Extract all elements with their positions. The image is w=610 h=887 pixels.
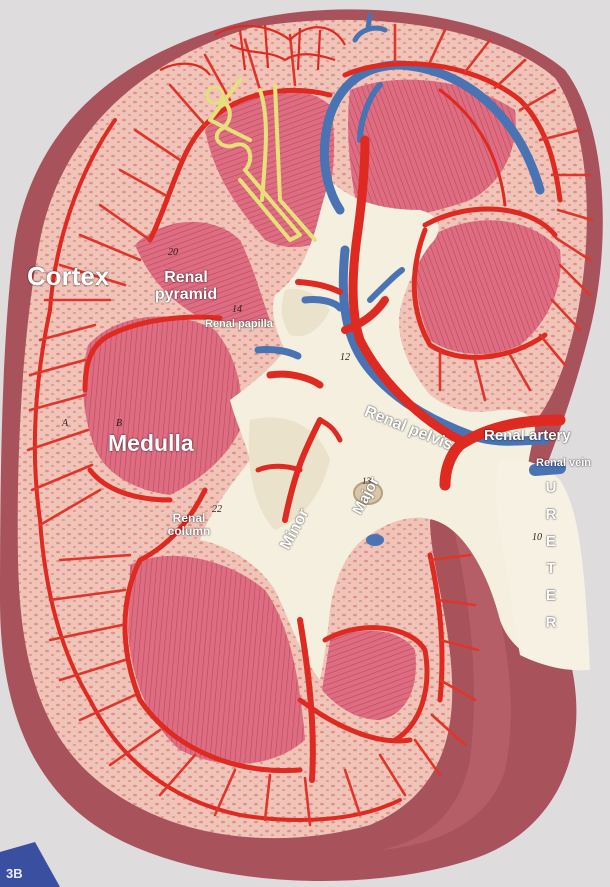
model-number-22: 22 (212, 504, 222, 515)
label-renal-pyramid-line2: pyramid (154, 285, 218, 303)
interlobular-arteries (26, 23, 594, 827)
pyramid-medulla (83, 316, 242, 495)
label-renal-papilla: Renal papilla (205, 318, 273, 330)
model-number-13: 13 (362, 476, 372, 486)
brand-logo-text: 3B (6, 866, 23, 881)
label-cortex: Cortex (27, 261, 110, 291)
model-number-20: 20 (168, 247, 178, 258)
ureter-letter: E (545, 533, 556, 550)
model-number-10: 10 (532, 532, 542, 543)
nephron-model (205, 78, 317, 242)
renal-pyramids (83, 79, 561, 764)
ureter-letter: E (545, 587, 556, 604)
ureter-letter: U (545, 479, 557, 496)
label-renal-pyramid: Renal pyramid (146, 269, 226, 304)
pyramid-right (416, 220, 561, 355)
ureter-letter: R (545, 614, 557, 631)
label-renal-vein: Renal vein (536, 457, 592, 469)
model-letter-b: B (116, 418, 122, 429)
label-medulla: Medulla (108, 430, 194, 456)
pyramid-top-right (348, 79, 516, 220)
ureter-tube (495, 458, 590, 671)
label-renal-column: Renal column (158, 512, 220, 537)
capsule-lower-shade (380, 520, 511, 850)
major-calyx-cut (353, 481, 383, 505)
pyramid-lower-left (128, 555, 305, 764)
renal-arteries (32, 61, 566, 822)
pyramid-top-center (205, 90, 335, 248)
cut-vein-lower (366, 534, 384, 546)
label-renal-artery: Renal artery (484, 427, 571, 444)
vascular-network-top (159, 24, 346, 76)
label-ureter: U R E T E R (538, 474, 564, 636)
ureter-letter: R (545, 506, 557, 523)
label-renal-column-line1: Renal (172, 511, 206, 525)
pyramid-lower-right (322, 630, 416, 720)
label-renal-column-line2: column (167, 523, 211, 538)
model-letter-a: A (61, 418, 69, 429)
label-renal-pyramid-line1: Renal (164, 269, 208, 286)
model-number-14: 14 (232, 304, 242, 315)
model-number-12: 12 (340, 352, 350, 363)
pyramid-upper-left (135, 221, 270, 323)
brand-logo (0, 842, 60, 887)
ureter-letter: T (546, 560, 556, 577)
